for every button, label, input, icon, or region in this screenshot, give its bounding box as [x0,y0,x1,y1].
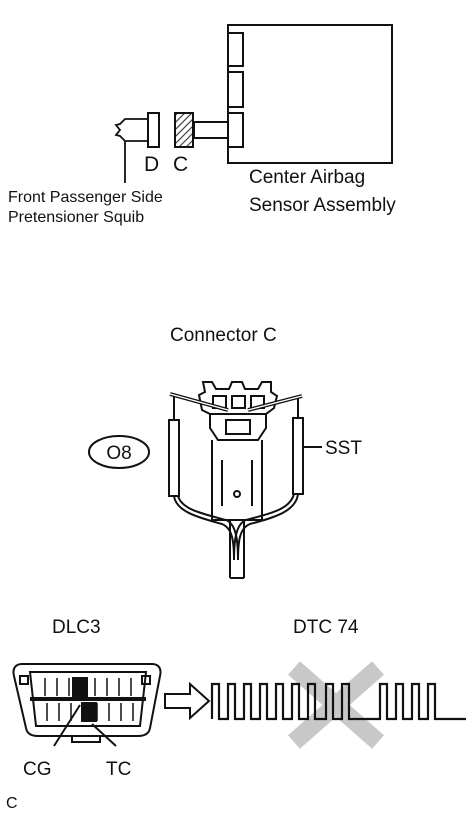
dlc3-connector [12,663,162,747]
sensor-label-line2: Sensor Assembly [249,195,396,216]
sensor-label-line1: Center Airbag [249,167,365,188]
squib-label-line1: Front Passenger Side [8,189,163,206]
pin-tc-label: TC [106,759,131,780]
pin-cg [72,677,88,697]
dlc3-label: DLC3 [52,617,101,638]
sensor-slot-2 [227,71,244,108]
invalid-x-icon [288,661,384,749]
connector-c-title: Connector C [170,325,277,346]
sst-label: SST [325,438,362,459]
dtc-pulse-waveform [210,682,466,721]
sensor-slot-1 [227,32,244,67]
connector-d-label: D [144,153,159,176]
hollow-arrow-icon [164,681,211,721]
code-badge-o8: O8 [88,435,150,469]
connector-d [147,112,160,148]
harness-link [193,121,229,139]
dtc-74-label: DTC 74 [293,617,359,638]
figure-corner-code: C [6,795,18,812]
sst-probes [168,392,322,561]
squib-plug [114,118,147,183]
pin-cg-label: CG [23,759,52,780]
pin-tc [81,702,97,722]
center-airbag-sensor-assembly [227,24,393,164]
connector-c [174,112,194,148]
squib-label-line2: Pretensioner Squib [8,209,144,226]
connector-c-label: C [173,153,188,176]
code-badge-text: O8 [106,443,131,464]
sensor-slot-3 [227,112,244,148]
